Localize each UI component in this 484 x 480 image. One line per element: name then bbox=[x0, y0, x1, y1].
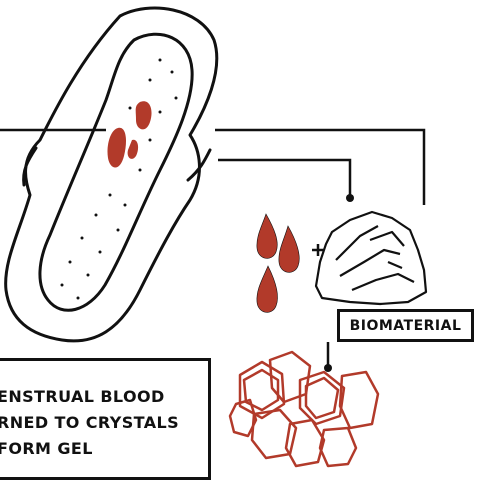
biomaterial-label: BIOMATERIAL bbox=[350, 318, 462, 334]
biomaterial-chunk-icon bbox=[316, 212, 426, 304]
sanitary-pad-icon bbox=[6, 8, 217, 341]
biomaterial-label-box: BIOMATERIAL bbox=[337, 309, 474, 342]
connector-right bbox=[215, 130, 424, 205]
caption-box: ENSTRUAL BLOOD RNED TO CRYSTALS FORM GEL bbox=[0, 358, 211, 480]
pad-blood-stain bbox=[107, 101, 151, 167]
caption-line-1: ENSTRUAL BLOOD bbox=[0, 387, 165, 406]
connector-mid bbox=[218, 160, 350, 196]
pad-dots bbox=[61, 59, 178, 300]
caption-line-3: FORM GEL bbox=[0, 439, 93, 458]
blood-drops-icon bbox=[257, 214, 299, 312]
crystal-cluster-icon bbox=[230, 352, 378, 466]
caption-line-2: RNED TO CRYSTALS bbox=[0, 413, 179, 432]
